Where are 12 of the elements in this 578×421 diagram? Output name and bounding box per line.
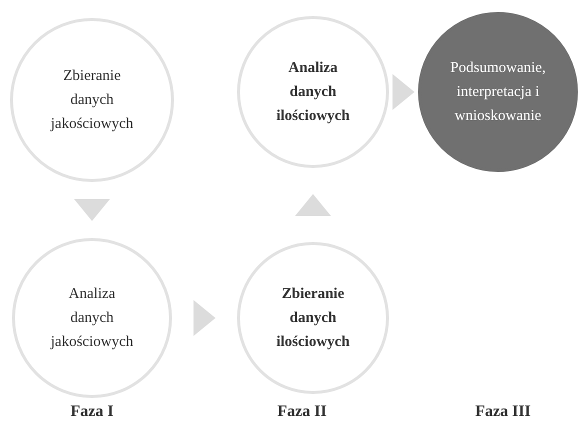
node-text: Podsumowanie, interpretacja i wnioskowanie bbox=[449, 59, 547, 126]
node-text: Analiza danych jakościowych bbox=[50, 285, 134, 352]
arrow bbox=[392, 74, 414, 110]
phase-label: Faza I bbox=[70, 402, 114, 421]
node-text: Analiza danych ilościowych bbox=[276, 59, 350, 126]
phase-label: Faza II bbox=[277, 402, 327, 421]
node-text: Zbieranie danych jakościowych bbox=[49, 67, 134, 134]
arrow bbox=[74, 199, 110, 221]
phase-label: Faza III bbox=[475, 402, 531, 421]
node-text: Zbieranie danych ilościowych bbox=[276, 285, 350, 352]
arrow bbox=[194, 300, 216, 336]
arrow bbox=[295, 194, 331, 216]
